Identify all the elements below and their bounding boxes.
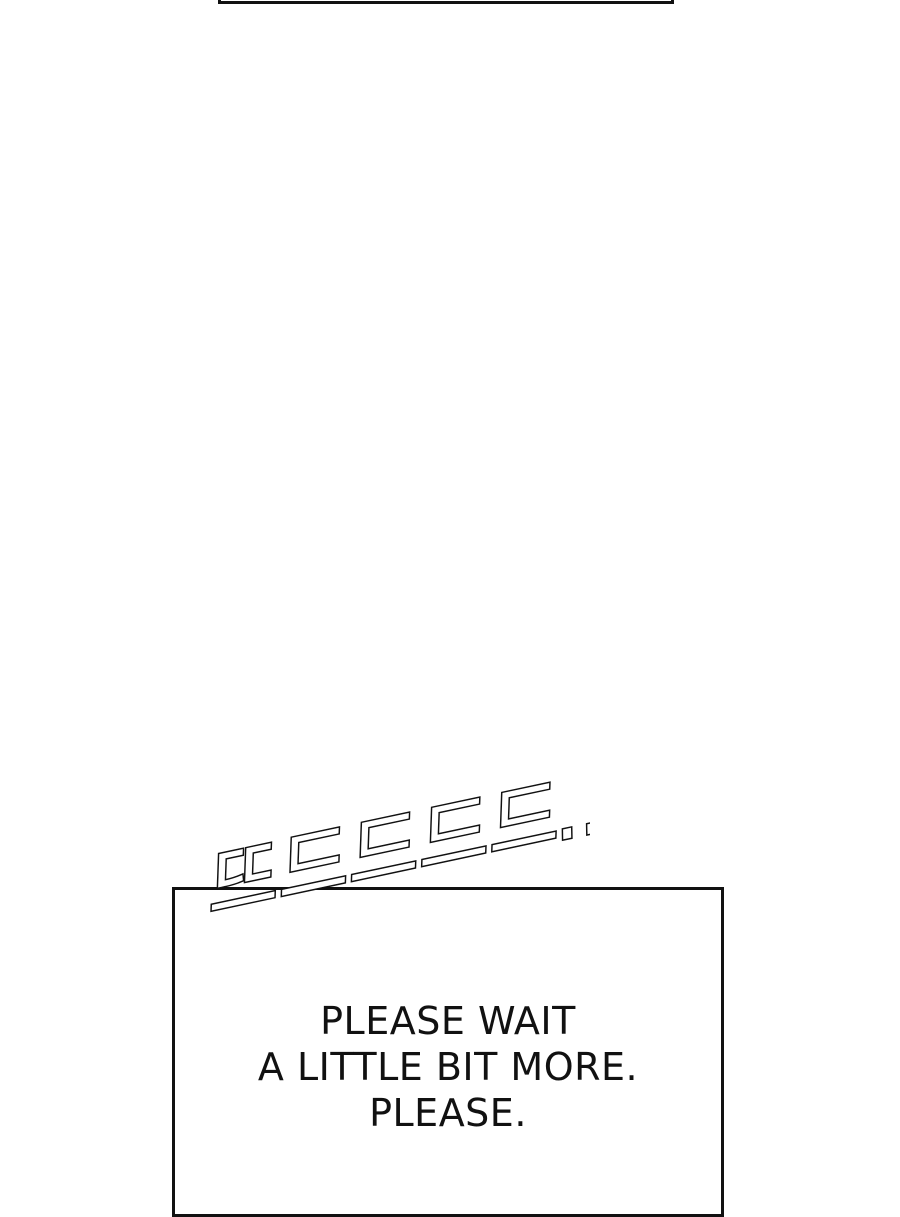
sound-effect: 뜨드드드드.. [192, 770, 590, 930]
caption-text: PLEASE WAIT A LITTLE BIT MORE. PLEASE. [175, 998, 721, 1136]
top-panel-border [218, 0, 674, 4]
caption-line-1: PLEASE WAIT [320, 999, 576, 1043]
caption-box: PLEASE WAIT A LITTLE BIT MORE. PLEASE. [172, 887, 724, 1217]
sound-effect-text: 뜨드드드드.. [193, 770, 590, 930]
caption-line-2: A LITTLE BIT MORE. [257, 1045, 639, 1089]
caption-line-3: PLEASE. [369, 1091, 527, 1135]
